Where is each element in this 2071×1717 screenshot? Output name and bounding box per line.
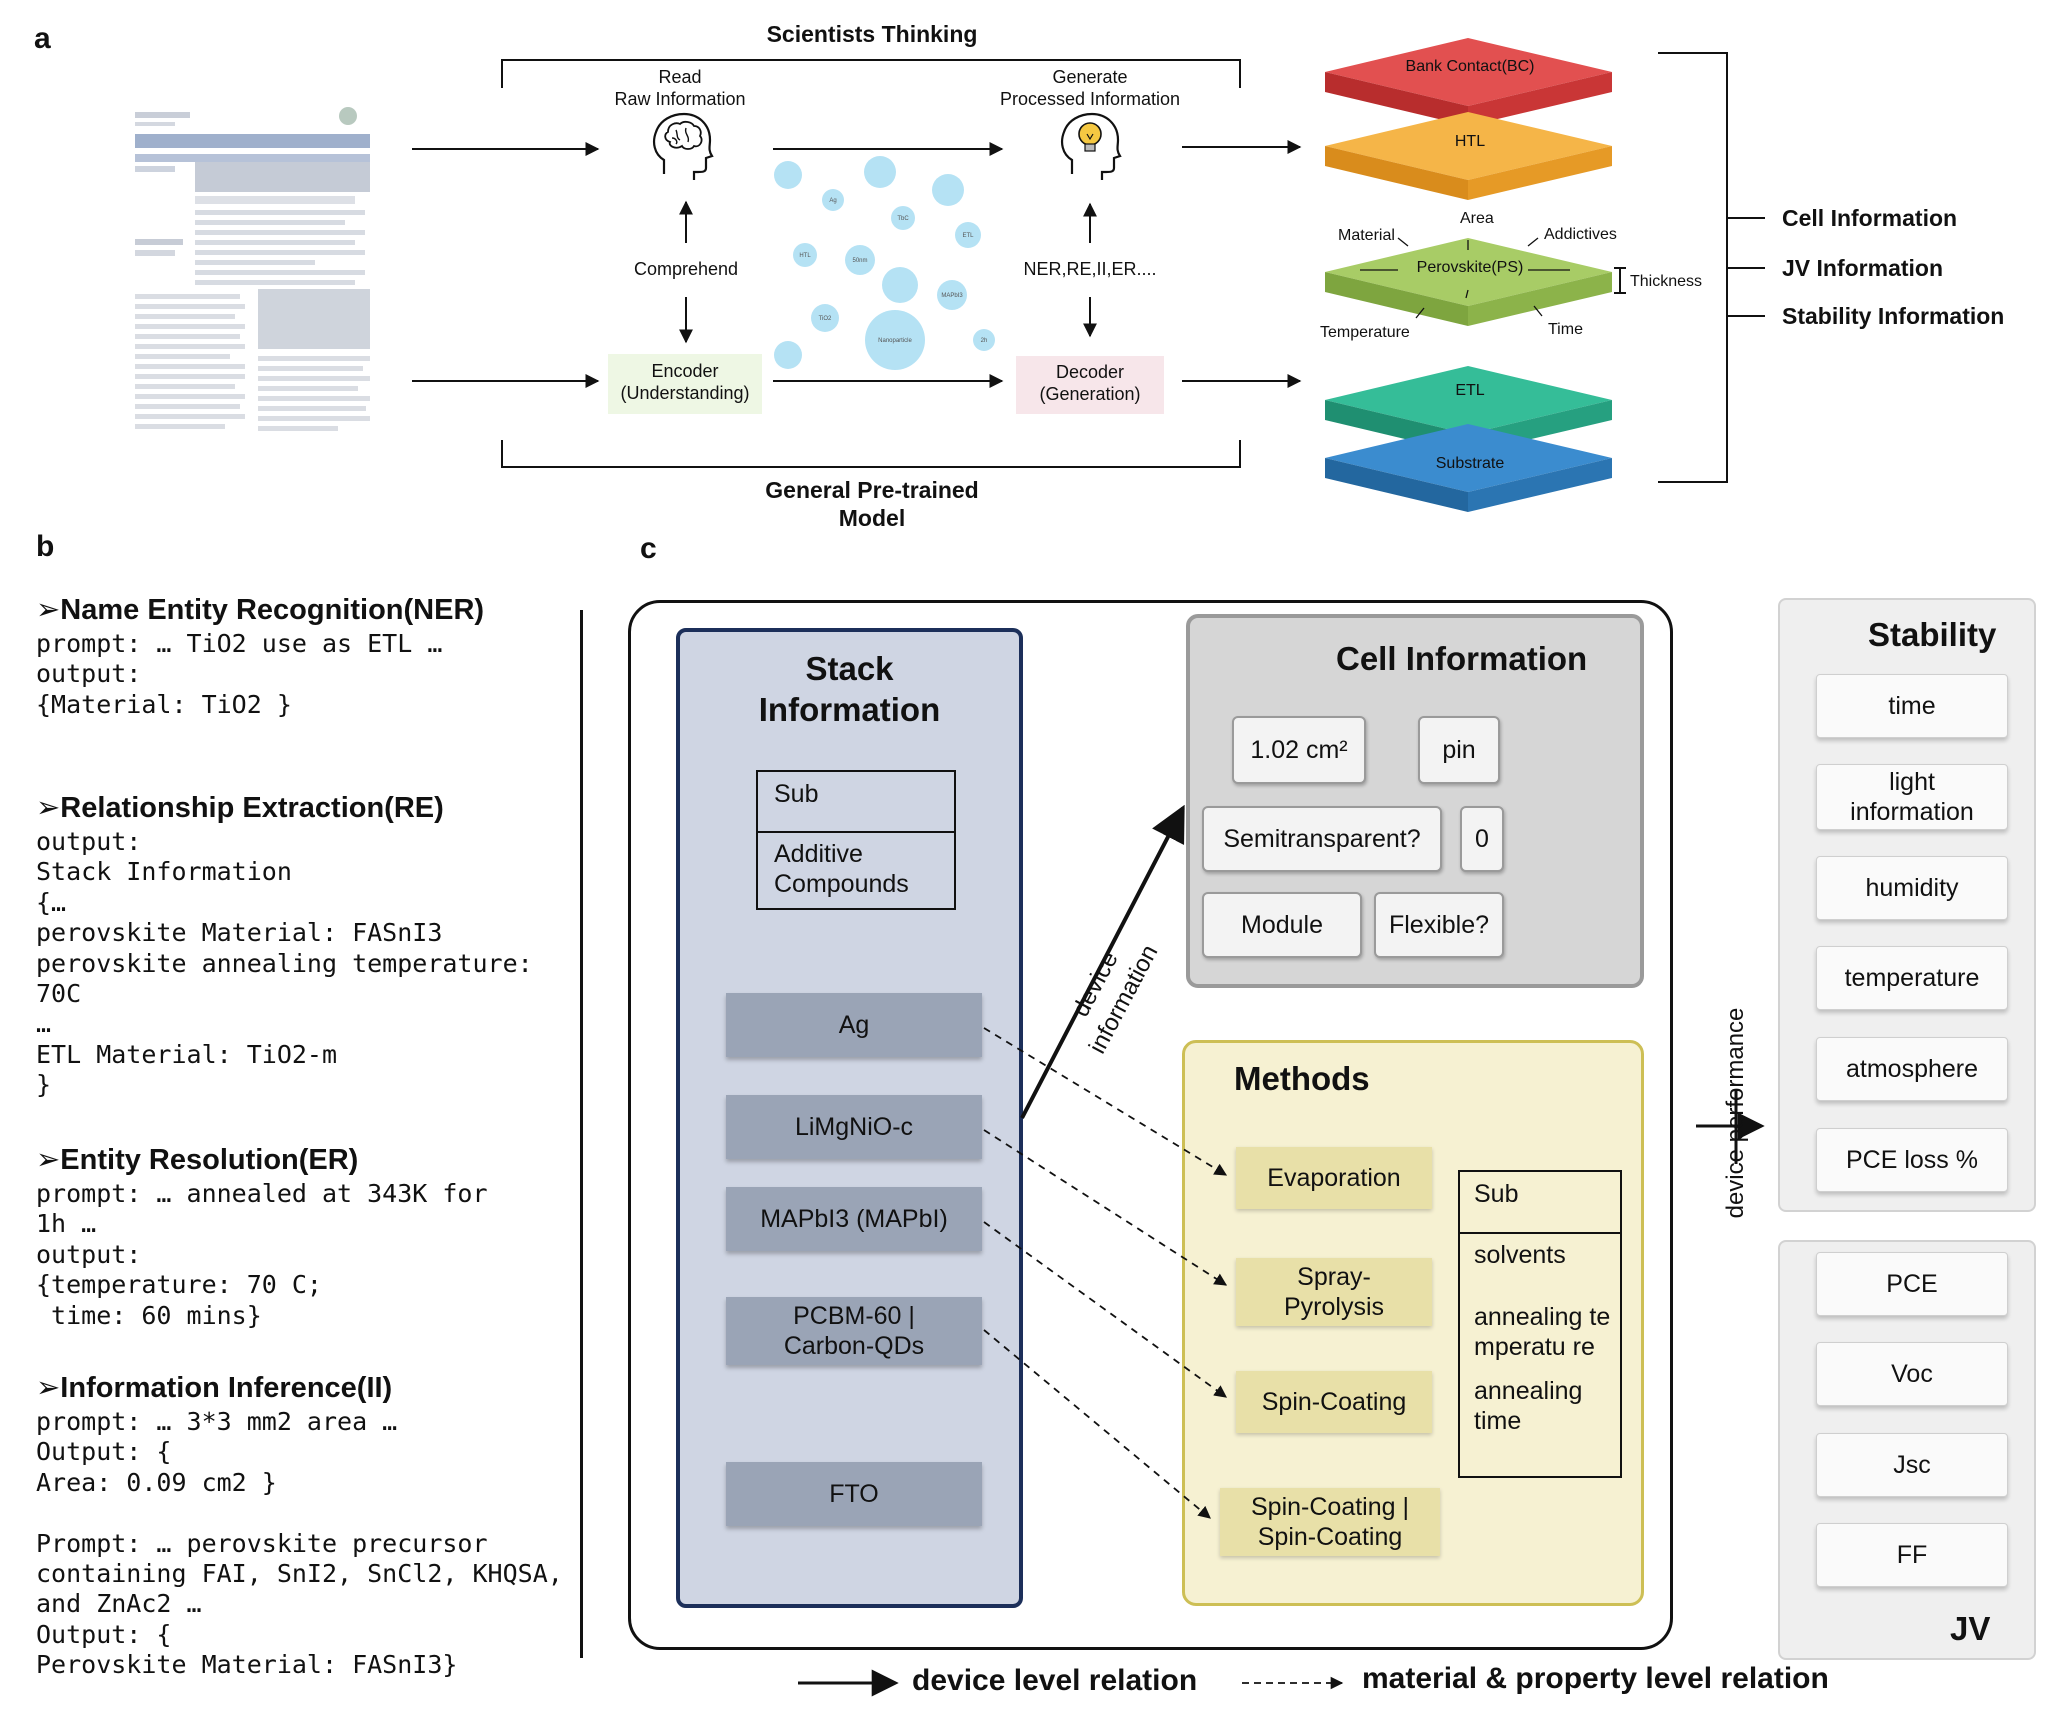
device-performance-label: device performance [1722,1007,1749,1219]
panel-c-letter: c [640,532,657,565]
scientists-thinking-title: Scientists Thinking [766,21,978,47]
panel-a-letter: a [34,22,51,55]
method-evaporation: Evaporation [1236,1147,1432,1209]
er-code: prompt: … annealed at 343K for 1h … outp… [36,1179,488,1330]
methods-title: Methods [1234,1060,1370,1097]
jv-ff: FF [1816,1523,2008,1587]
cell-flexible-box: Flexible? [1374,892,1504,958]
er-heading: ➢Entity Resolution(ER) [36,1144,359,1176]
methods-table-sub: Sub [1460,1172,1620,1234]
stack-layer-fto: FTO [726,1462,982,1526]
cell-area-box: 1.02 cm² [1232,716,1366,784]
knowledge-bubbles: Ag TbC ETL HTL 50nm MAPbI3 TiO2 Nanopart… [770,150,1020,380]
bubble-tio2: TiO2 [819,316,832,322]
panel-b-divider [580,610,583,1658]
bubble-tbc: TbC [897,216,909,222]
stack-layer-pcbm: PCBM-60 | Carbon-QDs [726,1297,982,1365]
bubble-htl: HTL [799,253,811,259]
stack-layer-limgnio: LiMgNiO-c [726,1095,982,1159]
cell-pin-box: pin [1418,716,1500,784]
methods-attribute-table: Sub solvents annealing temperatu re anne… [1458,1170,1622,1478]
jv-voc: Voc [1816,1342,2008,1406]
methods-table-annealing-temp: annealing temperatu re [1474,1303,1611,1361]
re-code: output: Stack Information {… perovskite … [36,827,533,1100]
device-stack-illustration [1320,34,1620,514]
cell-information-title: Cell Information [1336,640,1588,677]
ps-material-label: Material [1338,227,1395,244]
jv-pce: PCE [1816,1252,2008,1316]
output-cell-information: Cell Information [1782,205,1958,231]
stability-pce-loss: PCE loss % [1816,1128,2008,1192]
jv-title: JV [1950,1610,1991,1647]
ii-heading: ➢Information Inference(II) [36,1372,393,1404]
panel-b-letter: b [36,530,55,563]
cell-zero-box: 0 [1460,806,1504,872]
ps-addictives-label: Addictives [1544,226,1617,243]
layer-etl-label: ETL [1455,382,1485,399]
stability-light-information: light information [1816,764,2008,830]
stability-humidity: humidity [1816,856,2008,920]
bubble-2h: 2h [981,338,988,344]
cell-module-box: Module [1202,892,1362,958]
bubble-nanoparticle: Nanoparticle [878,338,912,344]
stack-layer-mapbi3: MAPbI3 (MAPbI) [726,1187,982,1251]
ii-code: prompt: … 3*3 mm2 area … Output: { Area:… [36,1407,563,1680]
brain-head-icon [650,110,714,182]
idea-head-icon [1058,110,1122,182]
comprehend-label: Comprehend [633,259,739,279]
main-diagram-frame [628,600,1673,1650]
legend-device-level: device level relation [912,1664,1198,1697]
ner-heading: ➢Name Entity Recognition(NER) [36,594,485,626]
layer-bc-label: Bank Contact(BC) [1405,58,1535,75]
method-spin-coating: Spin-Coating [1236,1371,1432,1433]
cell-semitransparent-box: Semitransparent? [1202,806,1442,872]
stability-temperature: temperature [1816,946,2008,1010]
stability-time: time [1816,674,2008,738]
methods-table-annealing-time: annealing time [1474,1377,1583,1435]
stack-attribute-table: Sub Additive Compounds [756,770,956,910]
stack-layer-ag: Ag [726,993,982,1057]
bubble-50nm: 50nm [852,258,867,264]
layer-substrate-label: Substrate [1435,455,1505,472]
ps-thickness-label: Thickness [1630,273,1703,290]
layer-ps-label: Perovskite(PS) [1416,259,1524,276]
output-stability-information: Stability Information [1782,303,2005,329]
encoder-box: Encoder(Understanding) [608,354,762,414]
ner-code: prompt: … TiO2 use as ETL … output: {Mat… [36,629,443,719]
stack-table-sub: Sub [758,772,954,833]
bubble-ag: Ag [829,198,836,204]
bubble-mapbi3: MAPbI3 [941,293,963,299]
stack-table-additive: Additive Compounds [774,840,909,898]
ps-time-label: Time [1548,321,1583,338]
stability-title: Stability [1868,616,1997,653]
ps-area-label: Area [1460,210,1494,227]
re-heading: ➢Relationship Extraction(RE) [36,792,444,824]
jv-jsc: Jsc [1816,1433,2008,1497]
layer-htl-label: HTL [1454,133,1486,150]
ps-temperature-label: Temperature [1320,324,1410,341]
stability-atmosphere: atmosphere [1816,1037,2008,1101]
methods-table-solvents: solvents [1474,1241,1566,1269]
method-spin-coating-double: Spin-Coating | Spin-Coating [1220,1488,1440,1556]
legend-material-level: material & property level relation [1362,1662,1829,1695]
output-jv-information: JV Information [1782,255,1944,281]
bubble-etl: ETL [962,233,974,239]
method-spray-pyrolysis: Spray-Pyrolysis [1236,1258,1432,1326]
tasks-label: NER,RE,II,ER.... [1023,259,1157,279]
paper-thumbnail-icon [130,104,375,439]
decoder-box: Decoder(Generation) [1016,356,1164,414]
